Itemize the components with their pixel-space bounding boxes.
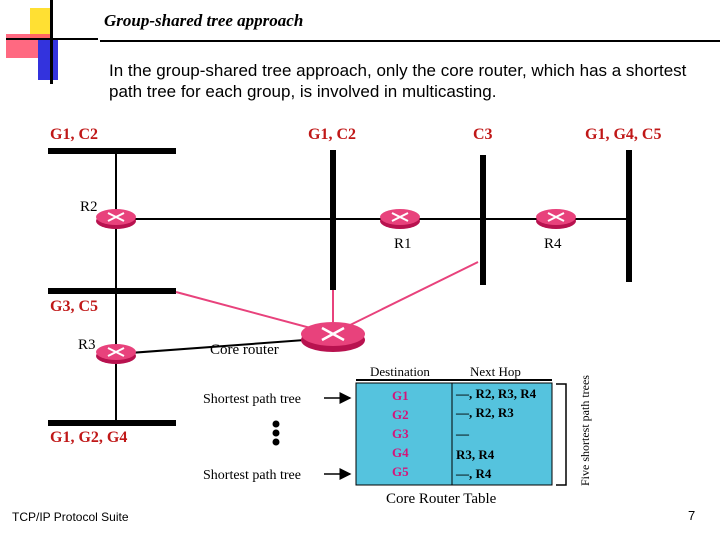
table-row-destination: G4 [392, 445, 409, 460]
corner-line-vertical [50, 0, 53, 84]
table-row-destination: G3 [392, 426, 409, 441]
table-row-next-hop: R3, R4 [456, 447, 495, 462]
table-brace [556, 383, 567, 486]
shortest-path-label-top: Shortest path tree [203, 392, 301, 407]
table-row-next-hop: — [455, 426, 470, 441]
network-bar-bottom-left [48, 420, 176, 426]
network-label-top-left: G1, C2 [50, 126, 98, 143]
footer-text: TCP/IP Protocol Suite [12, 510, 129, 524]
router-r2 [96, 209, 136, 229]
link-r3-core [115, 337, 333, 355]
router-label-r3: R3 [78, 337, 96, 353]
core-router-label: Core router [210, 342, 279, 358]
corner-block-yellow [30, 8, 52, 38]
table-caption: Core Router Table [386, 491, 497, 507]
page-number: 7 [688, 508, 696, 523]
network-label-top-right: G1, G4, C5 [585, 126, 661, 143]
router-label-r2: R2 [80, 199, 98, 215]
table-row-next-hop: —, R2, R3, R4 [455, 386, 537, 401]
network-label-bottom-left: G1, G2, G4 [50, 429, 127, 446]
router-r4 [536, 209, 576, 229]
table-row-next-hop: —, R2, R3 [455, 405, 514, 420]
slide-body-text: In the group-shared tree approach, only … [109, 61, 687, 101]
network-label-mid-left: G3, C5 [50, 298, 98, 315]
table-row-destination: G1 [392, 388, 409, 403]
table-row-destination: G5 [392, 464, 409, 479]
table-header-destination: Destination [370, 364, 430, 379]
brace-label: Five shortest path trees [578, 375, 592, 486]
table-top-rule [356, 379, 552, 381]
network-bar-top-left [48, 148, 176, 154]
ellipsis-dots [272, 420, 280, 446]
slide-title: Group-shared tree approach [104, 11, 304, 30]
core-router [301, 322, 365, 352]
title-rule [100, 40, 720, 42]
corner-block-blue [38, 40, 58, 80]
network-label-top-mid: G1, C2 [308, 126, 356, 143]
table-row-next-hop: —, R4 [455, 466, 492, 481]
corner-line-horizontal [6, 38, 98, 40]
router-r3 [96, 344, 136, 364]
router-r1 [380, 209, 420, 229]
table-row-destination: G2 [392, 407, 409, 422]
network-bar-mid-left [48, 288, 176, 294]
shortest-path-label-bottom: Shortest path tree [203, 468, 301, 483]
table-body [355, 382, 553, 486]
link-core-to-left [175, 291, 319, 331]
router-label-r1: R1 [394, 236, 412, 252]
table-header-next-hop: Next Hop [470, 364, 521, 379]
network-bar-top-right [626, 150, 632, 282]
router-label-r4: R4 [544, 236, 562, 252]
link-core-to-r1 [339, 261, 479, 331]
network-label-top-c3: C3 [473, 126, 493, 143]
